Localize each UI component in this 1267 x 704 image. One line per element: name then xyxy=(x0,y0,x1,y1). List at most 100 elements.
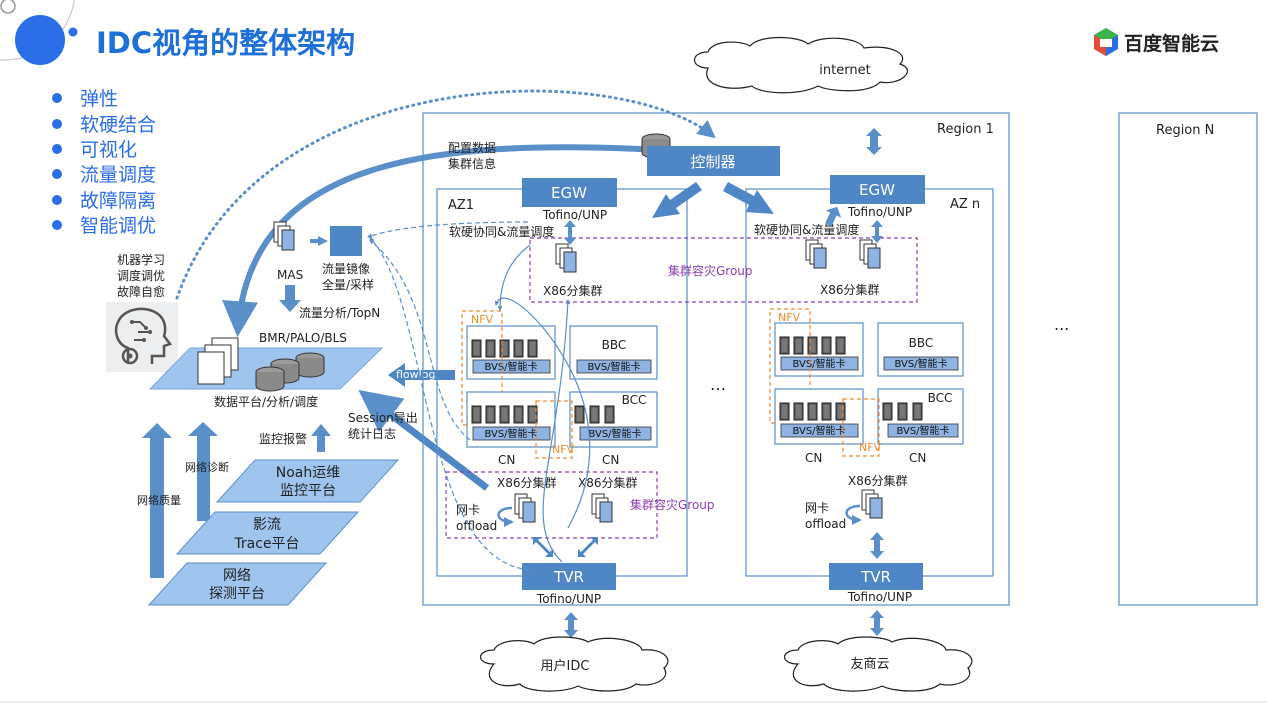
bvs-label: BVS/智能卡 xyxy=(792,424,845,437)
tvr-azn-tofino: Tofino/UNP xyxy=(847,590,912,604)
x86-label-az1-b2: X86分集群 xyxy=(578,475,638,490)
noah-label: Noah运维 xyxy=(276,465,341,481)
net-quality-arrow xyxy=(142,423,172,578)
mirror-arrow xyxy=(310,236,328,246)
cn-label: CN xyxy=(909,451,926,465)
egw-azn-tofino: Tofino/UNP xyxy=(847,205,912,219)
session-label: Session导出 xyxy=(348,411,418,425)
nfv-label: NFV xyxy=(778,311,801,324)
mirror-dash-3 xyxy=(369,237,531,571)
region-1-box xyxy=(422,112,1010,606)
bvs-label: BVS/智能卡 xyxy=(484,427,537,440)
region-n-box xyxy=(1118,112,1258,606)
tvr-az1-label: TVR xyxy=(553,568,584,586)
tvr-az1-tofino: Tofino/UNP xyxy=(536,592,601,606)
session-arrow xyxy=(358,389,490,491)
friend-cloud: 友商云 xyxy=(783,636,973,692)
feature-list: 弹性 软硬结合 可视化 流量调度 故障隔离 智能调优 xyxy=(52,88,156,237)
nfv-label: NFV xyxy=(471,313,494,326)
tvr-azn-box xyxy=(829,563,923,590)
logo: 百度智能云 xyxy=(1094,28,1219,56)
friend-cloud-arrow xyxy=(870,610,884,636)
docs-icon xyxy=(197,337,239,385)
egw-azn-box xyxy=(830,175,925,204)
mas-servers-icon xyxy=(273,221,295,251)
ctrl-to-az1-arrow xyxy=(652,182,702,218)
x86-servers-azn-b-icon2 xyxy=(861,489,883,519)
nic-offload-loop xyxy=(497,506,514,527)
egw-x86-arrow-azn-b xyxy=(871,220,883,243)
dr-group-bottom-label: 集群容灾Group xyxy=(630,497,715,512)
nic-label: 网卡 xyxy=(456,503,480,517)
az-ellipsis: … xyxy=(710,375,726,394)
x86-servers-az1-b1-icon xyxy=(514,493,536,523)
x86-label-az1: X86分集群 xyxy=(543,283,603,298)
tvr-arrow-az1-right xyxy=(578,537,598,557)
trace-label: Trace平台 xyxy=(233,536,299,552)
logo-text: 百度智能云 xyxy=(1124,32,1219,55)
ml-label: 故障自愈 xyxy=(117,284,165,299)
bbc-label: BBC xyxy=(909,336,934,350)
trace-platform xyxy=(175,511,360,555)
flow-analysis-label: 流量分析/TopN xyxy=(299,306,380,320)
tvr-arrow-azn xyxy=(870,532,884,559)
bvs-label: BVS/智能卡 xyxy=(484,360,537,373)
net-diag-label: 网络诊断 xyxy=(185,460,229,474)
nfv-label: NFV xyxy=(859,441,882,454)
friend-cloud-label: 友商云 xyxy=(850,656,889,672)
azn-label: AZ n xyxy=(950,197,980,212)
net-diag-arrow xyxy=(188,422,218,521)
tvr-az1-box xyxy=(522,563,616,590)
feature-item: 故障隔离 xyxy=(80,190,156,212)
nic-label: offload xyxy=(805,517,846,531)
internet-region-arrow xyxy=(866,128,882,155)
controller-label: 控制器 xyxy=(690,153,735,171)
session-label: 统计日志 xyxy=(348,427,396,441)
ctrl-to-azn-arrow xyxy=(723,182,774,214)
region-ellipsis: ... xyxy=(1054,315,1069,334)
monitor-alarm-arrow xyxy=(311,424,331,452)
flowlog-label: flowlog xyxy=(396,368,435,381)
config-label: 配置数据 xyxy=(448,140,496,155)
deco-ring xyxy=(0,0,75,61)
probe-platform xyxy=(147,562,328,606)
nfv-box-azn-b xyxy=(842,398,880,457)
feature-item: 可视化 xyxy=(80,139,137,161)
bvs-label: BVS/智能卡 xyxy=(587,360,640,373)
bbc-label: BBC xyxy=(602,338,627,352)
nic-label: 网卡 xyxy=(805,501,829,515)
ml-to-controller-link xyxy=(175,89,716,300)
feature-item: 智能调优 xyxy=(80,215,156,237)
data-platform-label: 数据平台/分析/调度 xyxy=(214,394,318,409)
tvr-arrow-az1-left xyxy=(533,537,553,557)
nic-offload-loop-azn xyxy=(845,504,862,525)
flow-analysis-arrow xyxy=(279,285,301,312)
probe-label: 探测平台 xyxy=(209,586,265,602)
egw-azn-label: EGW xyxy=(859,181,895,199)
deco-dot-small xyxy=(68,27,78,37)
bcc-label: BCC xyxy=(622,393,647,407)
region-n-label: Region N xyxy=(1156,123,1214,138)
cn-label: CN xyxy=(602,453,619,467)
bcc-label: BCC xyxy=(928,391,953,405)
internet-label: internet xyxy=(819,63,870,78)
hw-sw-label-azn: 软硬协同&流量调度 xyxy=(754,222,859,237)
x86-label-az1-b1: X86分集群 xyxy=(497,475,557,490)
ml-label: 机器学习 xyxy=(117,252,165,267)
nfv-label: NFV xyxy=(552,443,575,456)
nic-label: offload xyxy=(456,519,497,533)
net-quality-label: 网络质量 xyxy=(137,493,181,507)
flow-curve-a xyxy=(494,297,591,529)
noah-platform xyxy=(215,459,400,503)
feature-item: 流量调度 xyxy=(80,164,156,186)
mirror-label: 流量镜像 xyxy=(322,261,370,276)
dr-group-top-label: 集群容灾Group xyxy=(668,263,753,278)
bvs-label: BVS/智能卡 xyxy=(792,357,845,370)
page-title: IDC视角的整体架构 xyxy=(96,26,355,60)
user-idc-arrow xyxy=(564,612,578,638)
tvr-azn-label: TVR xyxy=(860,568,891,586)
mirror-label: 全量/采样 xyxy=(322,277,374,292)
feature-item: 弹性 xyxy=(80,88,118,110)
deco-ring-small xyxy=(0,0,16,14)
config-data-arrow xyxy=(222,144,661,338)
